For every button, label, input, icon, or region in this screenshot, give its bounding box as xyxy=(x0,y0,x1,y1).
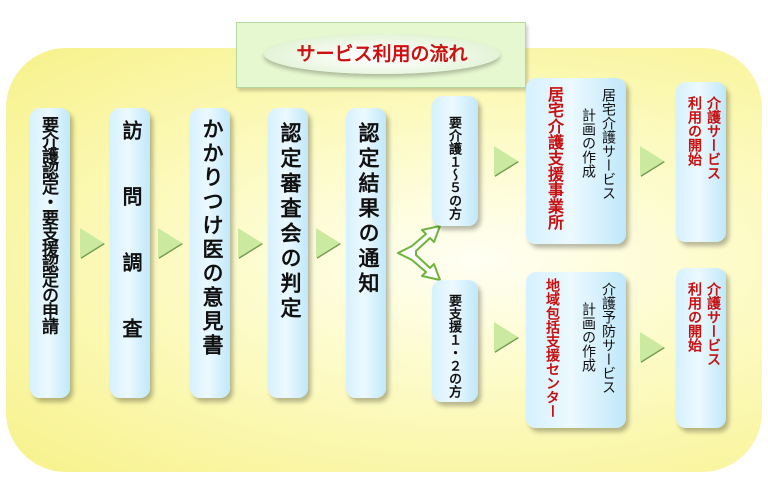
prevention-plan-line2: 計画の作成 xyxy=(580,302,596,372)
title-oval xyxy=(264,34,500,74)
upper-service-start-line2: 利用の開始 xyxy=(686,96,702,166)
home-care-plan-line1: 居宅介護サービス xyxy=(600,88,616,200)
flow-arrow-1 xyxy=(80,228,104,258)
step-application-box: 要介護認定・要支援認定の申請 xyxy=(30,108,70,398)
prevention-plan-box: 介護予防サービス 計画の作成 地域包括支援センター xyxy=(526,272,626,428)
flow-arrow-4 xyxy=(316,228,340,258)
step-visit-survey-box: 訪問調査 xyxy=(110,108,150,398)
flow-arrow-2 xyxy=(158,228,182,258)
lower-arrow-1 xyxy=(494,322,518,352)
care-level-upper-box: 要介護１〜５の方 xyxy=(432,96,478,226)
step-result-notice-box: 認定結果の通知 xyxy=(346,108,386,398)
step-visit-survey-label: 訪問調査 xyxy=(119,120,143,384)
upper-arrow-1 xyxy=(494,146,518,176)
community-center-label: 地域包括支援センター xyxy=(544,278,560,418)
home-care-plan-box: 居宅介護サービス 計画の作成 居宅介護支援事業所 xyxy=(526,78,626,244)
branch-split-arrow xyxy=(397,225,441,281)
step-application-label: 要介護認定・要支援認定の申請 xyxy=(38,116,58,333)
home-care-plan-line2: 計画の作成 xyxy=(580,108,596,178)
lower-service-start-box: 介護サービス 利用の開始 xyxy=(676,268,726,428)
step-doctor-opinion-box: かかりつけ医の意見書 xyxy=(190,108,230,398)
lower-service-start-line2: 利用の開始 xyxy=(686,282,702,352)
step-result-notice-label: 認定結果の通知 xyxy=(356,122,381,297)
diagram-title: サービス利用の流れ xyxy=(296,43,468,65)
flow-arrow-3 xyxy=(238,228,262,258)
care-level-lower-label: 要支援１・２の方 xyxy=(446,294,461,398)
upper-service-start-box: 介護サービス 利用の開始 xyxy=(676,82,726,242)
lower-service-start-line1: 介護サービス xyxy=(705,282,721,366)
care-level-upper-label: 要介護１〜５の方 xyxy=(446,116,461,220)
step-doctor-opinion-label: かかりつけ医の意見書 xyxy=(200,118,225,358)
prevention-plan-line1: 介護予防サービス xyxy=(600,282,616,394)
home-care-office-label: 居宅介護支援事業所 xyxy=(545,86,564,230)
upper-arrow-2 xyxy=(640,146,664,176)
lower-arrow-2 xyxy=(640,332,664,362)
step-committee-judgment-label: 認定審査会の判定 xyxy=(278,122,303,322)
upper-service-start-line1: 介護サービス xyxy=(705,96,721,180)
step-committee-judgment-box: 認定審査会の判定 xyxy=(268,108,308,398)
care-level-lower-box: 要支援１・２の方 xyxy=(432,280,478,402)
